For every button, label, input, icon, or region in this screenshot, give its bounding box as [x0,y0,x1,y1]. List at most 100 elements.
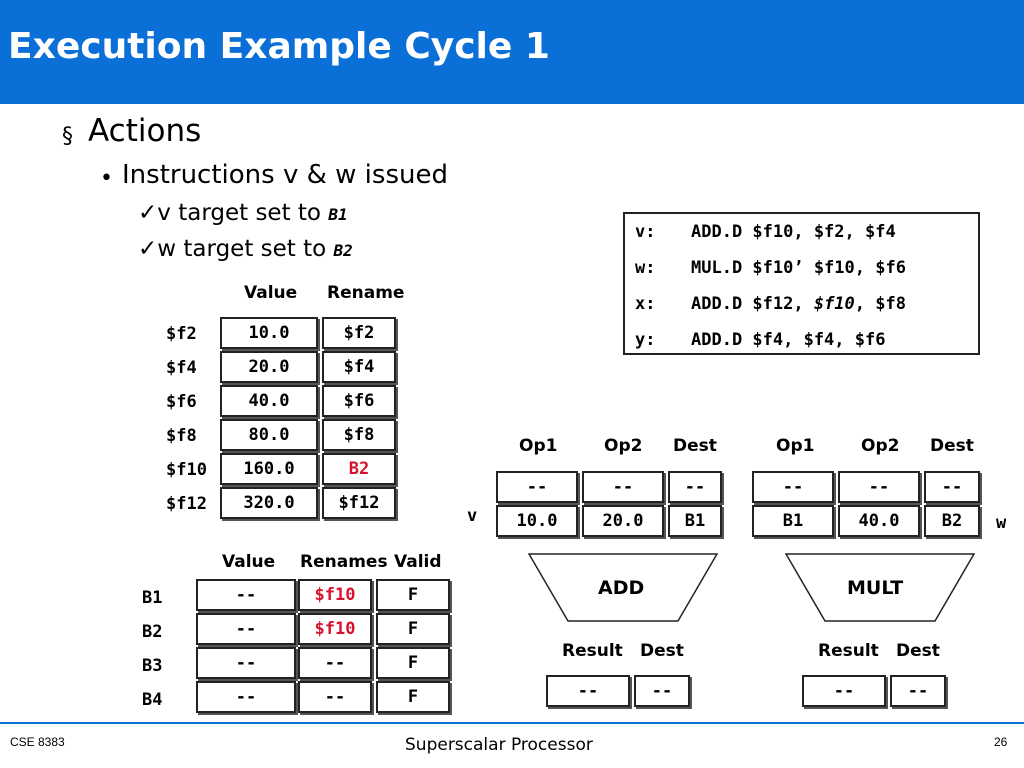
check-item-v: ✓v target set to B1 [138,200,348,226]
add-op2-cell: 20.0 [582,505,664,537]
mult-op1-cell: B1 [752,505,834,537]
instr-label: x: [635,294,656,314]
buf-tag: B3 [142,656,163,676]
title-bar [0,0,1024,104]
buf-valid-cell: F [376,681,450,713]
buf-value-cell: -- [196,613,296,645]
square-bullet-icon: § [62,124,73,149]
buf-valid-cell: F [376,579,450,611]
check-text-w: w target set to [157,236,334,262]
buf-renames-cell: -- [298,647,372,679]
buf-header-renames: Renames [300,552,388,572]
add-row-label-v: v [467,506,478,526]
buf-value-cell: -- [196,579,296,611]
reg-value-cell: 10.0 [220,317,318,349]
instr-label: v: [635,222,656,242]
reg-value-cell: 160.0 [220,453,318,485]
footer-course: CSE 8383 [10,735,65,749]
footer-divider [0,722,1024,724]
instr-text: ADD.D $f4, $f4, $f6 [691,330,886,350]
instruction-list: v: ADD.D $f10, $f2, $f4 w: MUL.D $f10’ $f1… [623,212,980,355]
instr-text: MUL.D $f10’ $f10, $f6 [691,258,906,278]
slide-title: Execution Example Cycle 1 [8,26,550,67]
add-result-dest-cell: -- [634,675,690,707]
instr-label: y: [635,330,656,350]
buf-tag: B4 [142,690,163,710]
add-header-op2: Op2 [604,436,643,456]
mult-op1-cell: -- [752,471,834,503]
bullet-actions: Actions [88,113,202,149]
mult-header-op1: Op1 [776,436,815,456]
reg-label: $f4 [166,358,197,378]
mult-header-dest: Dest [930,436,974,456]
add-op1-cell: 10.0 [496,505,578,537]
checkmark-icon: ✓ [138,236,158,262]
reg-rename-cell: $f6 [322,385,396,417]
dot-bullet-icon: • [100,166,113,191]
reg-label: $f10 [166,460,207,480]
add-result-cell: -- [546,675,630,707]
add-op2-cell: -- [582,471,664,503]
reg-label: $f2 [166,324,197,344]
mult-header-op2: Op2 [861,436,900,456]
footer-topic: Superscalar Processor [405,735,593,755]
buf-tag: B2 [142,622,163,642]
check-item-w: ✓w target set to B2 [138,236,353,262]
reg-value-cell: 40.0 [220,385,318,417]
reg-label: $f6 [166,392,197,412]
buf-valid-cell: F [376,647,450,679]
reg-header-rename: Rename [327,283,405,303]
instruction-v: v: ADD.D $f10, $f2, $f4 [635,222,896,242]
buf-value-cell: -- [196,647,296,679]
check-tag-b2: B2 [333,241,353,260]
instr-text-pre: ADD.D $f12, [691,294,814,314]
add-dest-cell: -- [668,471,722,503]
mult-dest-cell: B2 [924,505,980,537]
checkmark-icon: ✓ [138,200,158,226]
mult-result-dest-header: Dest [896,641,940,661]
instr-text-italic: $f10 [813,294,855,314]
reg-header-value: Value [244,283,298,303]
add-dest-cell: B1 [668,505,722,537]
buf-value-cell: -- [196,681,296,713]
add-result-header: Result [562,641,623,661]
reg-rename-cell: B2 [322,453,396,485]
reg-label: $f8 [166,426,197,446]
mult-row-label-w: w [996,513,1007,533]
reg-rename-cell: $f12 [322,487,396,519]
check-text-v: v target set to [157,200,329,226]
reg-value-cell: 80.0 [220,419,318,451]
add-unit-trapezoid [528,553,718,622]
buf-renames-cell: $f10 [298,613,372,645]
instr-label: w: [635,258,656,278]
footer-page-number: 26 [994,735,1008,749]
add-unit-name: ADD [598,577,645,599]
reg-value-cell: 20.0 [220,351,318,383]
instr-text: ADD.D $f10, $f2, $f4 [691,222,896,242]
buf-renames-cell: -- [298,681,372,713]
reg-rename-cell: $f2 [322,317,396,349]
buf-renames-cell: $f10 [298,579,372,611]
reg-rename-cell: $f4 [322,351,396,383]
mult-op2-cell: -- [838,471,920,503]
buf-valid-cell: F [376,613,450,645]
instruction-y: y: ADD.D $f4, $f4, $f6 [635,330,885,350]
instruction-w: w: MUL.D $f10’ $f10, $f6 [635,258,906,278]
mult-unit-trapezoid [785,553,975,622]
add-header-op1: Op1 [519,436,558,456]
reg-label: $f12 [166,494,207,514]
mult-dest-cell: -- [924,471,980,503]
instr-text-post: , $f8 [854,294,906,314]
mult-unit-name: MULT [847,577,904,599]
add-result-dest-header: Dest [640,641,684,661]
instruction-x: x: ADD.D $f12, $f10, $f8 [635,294,906,314]
check-tag-b1: B1 [328,205,348,224]
add-op1-cell: -- [496,471,578,503]
reg-value-cell: 320.0 [220,487,318,519]
reg-rename-cell: $f8 [322,419,396,451]
bullet-instructions-issued: Instructions v & w issued [122,160,448,190]
mult-result-cell: -- [802,675,886,707]
mult-result-header: Result [818,641,879,661]
add-header-dest: Dest [673,436,717,456]
buf-tag: B1 [142,588,163,608]
